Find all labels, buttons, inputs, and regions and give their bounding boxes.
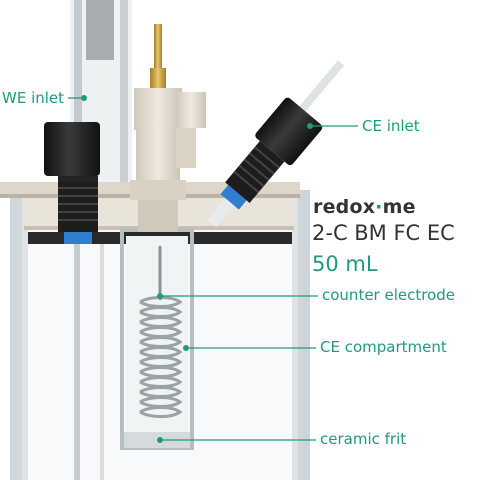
ce-inlet-label: CE inlet xyxy=(362,117,420,135)
counter-electrode-coil xyxy=(139,246,183,418)
we-cap xyxy=(44,122,100,244)
counter-electrode-label: counter electrode xyxy=(322,286,456,304)
brand-logo-x: · xyxy=(375,196,383,218)
leader-lines xyxy=(68,95,358,443)
center-fitting xyxy=(130,24,206,232)
product-model: 2-C BM FC EC xyxy=(312,221,455,245)
brand-logo: redox·me xyxy=(313,198,416,217)
brand-logo-part2: me xyxy=(382,196,416,218)
frit-rod-left xyxy=(100,244,104,480)
brand-logo-part1: redox xyxy=(313,196,376,218)
product-volume: 50 mL xyxy=(312,252,378,276)
ceramic-frit-label: ceramic frit xyxy=(320,430,407,448)
ce-cap xyxy=(207,60,345,228)
we-rod xyxy=(74,244,80,480)
ce-compartment-label: CE compartment xyxy=(320,338,447,356)
we-inlet-label: WE inlet xyxy=(2,89,65,107)
